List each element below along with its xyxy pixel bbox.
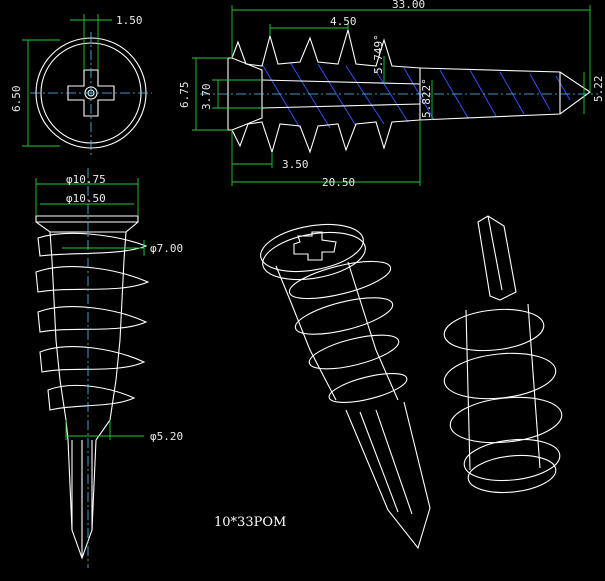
- end-view: 1.50 6.50: [10, 14, 152, 156]
- elevation-body-right: [109, 231, 127, 421]
- isometric-view-1: [260, 223, 431, 550]
- side-view-hatching: [261, 61, 571, 129]
- iso1-thread-3: [308, 334, 400, 370]
- iso1-head-rim: [262, 231, 366, 281]
- shank-length-label: 20.50: [322, 176, 355, 189]
- iso2-thread-3: [449, 396, 563, 444]
- side-view-inner-top: [261, 79, 421, 85]
- iso2-thread-1: [443, 308, 545, 352]
- iso2-shank: [477, 215, 517, 301]
- iso2-body: [465, 303, 541, 471]
- side-view-teeth-bottom: [231, 119, 421, 154]
- iso1-thread-2: [294, 297, 394, 335]
- side-view-inner-bottom: [261, 103, 421, 109]
- elevation-body-left: [49, 231, 67, 421]
- dia-tip-label: φ5.20: [150, 430, 183, 443]
- iso1-shank: [345, 401, 431, 550]
- isometric-view-2: [443, 215, 563, 494]
- pitch-label: 4.50: [330, 15, 357, 28]
- iso1-thread-4: [328, 373, 408, 403]
- tip-height-label: 5.22: [592, 76, 605, 103]
- part-caption: 10*33POM: [214, 515, 286, 530]
- elevation-thread-1: [37, 232, 148, 257]
- dia-thread-label: φ7.00: [150, 242, 183, 255]
- inner-height-label: 3.70: [200, 84, 213, 111]
- iso1-thread-1: [288, 260, 392, 300]
- front-elevation: φ10.75 φ10.50 φ7.00 φ5.20: [35, 168, 183, 568]
- elevation-thread-3: [37, 306, 148, 333]
- iso2-thread-4: [463, 438, 561, 482]
- angle-upper-label: 5.749°: [372, 34, 385, 74]
- elevation-head: [35, 215, 139, 233]
- dia-outer-label: φ10.75: [66, 173, 106, 186]
- iso2-head: [467, 454, 557, 494]
- elevation-thread-2: [35, 266, 150, 293]
- end-view-cross-recess: [67, 69, 115, 117]
- iso1-cross-recess: [293, 231, 337, 261]
- slot-width-label: 1.50: [116, 14, 143, 27]
- iso1-body: [275, 261, 399, 401]
- offset-label: 3.50: [282, 158, 309, 171]
- side-view: 33.00 4.50 6.75 3.70 5.749° 5.822° 5.22 …: [178, 0, 605, 189]
- elevation-thread-4: [39, 346, 146, 373]
- total-length-label: 33.00: [392, 0, 425, 11]
- head-height-label: 6.50: [10, 86, 23, 113]
- head-side-label: 6.75: [178, 82, 191, 109]
- side-view-teeth-top: [231, 27, 421, 69]
- iso1-head-top: [260, 223, 364, 273]
- iso2-thread-2: [443, 352, 557, 400]
- angle-lower-label: 5.822°: [420, 78, 433, 118]
- dia-inner-label: φ10.50: [66, 192, 106, 205]
- elevation-thread-5: [47, 384, 136, 411]
